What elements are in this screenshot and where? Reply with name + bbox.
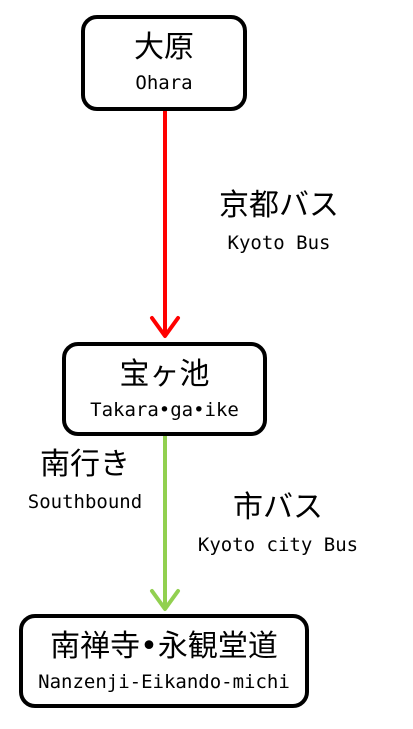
station-name-jp: 宝ヶ池 bbox=[119, 357, 210, 392]
direction-en: Southbound bbox=[27, 491, 143, 513]
route-name-en: Kyoto city Bus bbox=[197, 534, 359, 556]
station-box-nanzenji: 南禅寺•永観堂道 Nanzenji-Eikando-michi bbox=[19, 614, 309, 708]
city-bus-connector bbox=[150, 434, 180, 611]
route-label-kyoto-bus: 京都バス Kyoto Bus bbox=[206, 189, 352, 255]
route-name-jp: 市バス bbox=[233, 490, 323, 525]
station-box-ohara: 大原 Ohara bbox=[81, 15, 247, 111]
station-box-takaragaike: 宝ヶ池 Takara•ga•ike bbox=[62, 342, 267, 436]
route-name-jp: 京都バス bbox=[219, 188, 339, 223]
station-name-en: Nanzenji-Eikando-michi bbox=[38, 671, 290, 693]
direction-label: 南行き Southbound bbox=[10, 448, 160, 514]
route-name-en: Kyoto Bus bbox=[227, 232, 331, 254]
station-name-jp: 大原 bbox=[134, 30, 194, 65]
station-name-jp: 南禅寺•永観堂道 bbox=[50, 629, 278, 664]
kyoto-bus-arrowhead bbox=[150, 316, 180, 338]
city-bus-arrowhead bbox=[150, 589, 180, 611]
kyoto-bus-connector bbox=[150, 109, 180, 338]
station-name-en: Ohara bbox=[135, 72, 193, 94]
station-name-en: Takara•ga•ike bbox=[90, 399, 239, 421]
route-label-city-bus: 市バス Kyoto city Bus bbox=[187, 491, 369, 557]
direction-jp: 南行き bbox=[40, 447, 130, 482]
